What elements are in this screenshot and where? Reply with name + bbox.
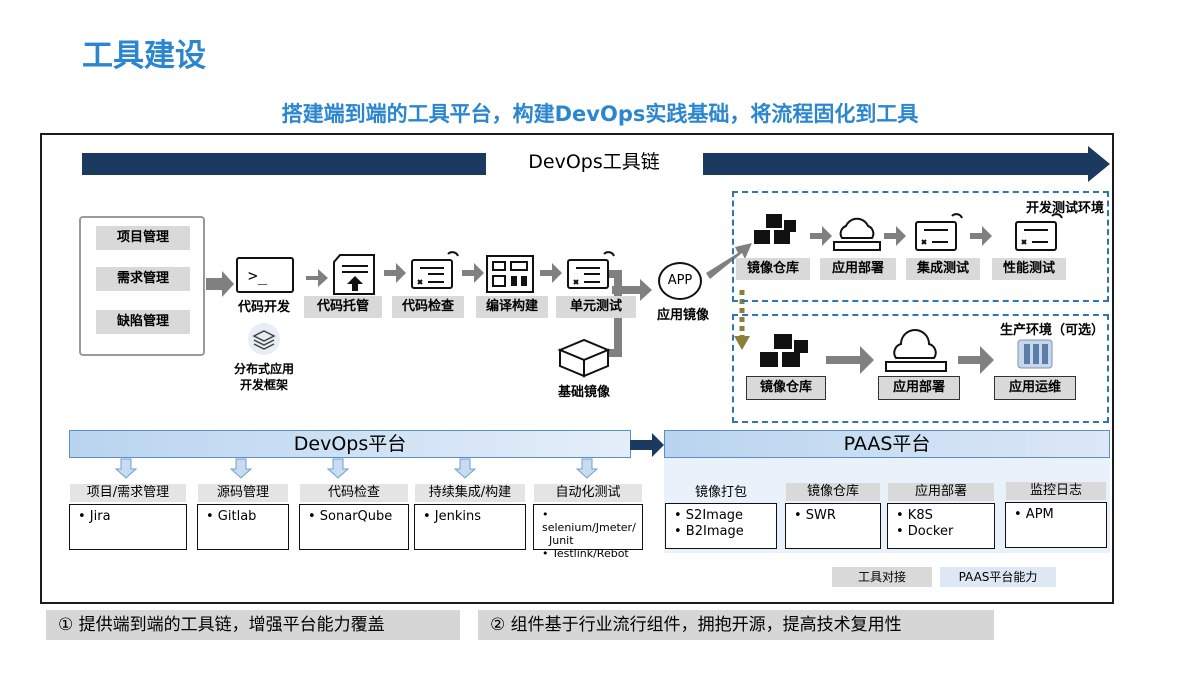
step-build-label: 编译构建 (476, 296, 548, 318)
tool-s2image: • S2Image (674, 508, 744, 523)
devops-cat-autotest-head: 自动化测试 (534, 484, 642, 502)
management-panel: 项目管理 需求管理 缺陷管理 (79, 216, 205, 356)
devops-cat-project-box: • Jira (69, 504, 187, 550)
svg-text:>_: >_ (248, 266, 268, 285)
dev-env-performance-test: 性能测试 (992, 258, 1066, 280)
tool-sonarqube: • SonarQube (308, 509, 393, 524)
code-check-icon (411, 251, 459, 289)
paas-cat-packaging-head: 镜像打包 (694, 485, 747, 500)
devops-cat-project-head: 项目/需求管理 (70, 484, 186, 502)
tool-gitlab: • Gitlab (206, 509, 257, 524)
devops-cat-source-box: • Gitlab (197, 504, 289, 550)
paas-cat-monitor-box: • APM (1005, 502, 1107, 548)
performance-test-icon (1015, 213, 1063, 251)
page-subtitle: 搭建端到端的工具平台，构建DevOps实践基础，将流程固化到工具 (281, 102, 919, 126)
note-2: ② 组件基于行业流行组件，拥抱开源，提高技术复用性 (478, 610, 994, 640)
paas-cat-monitor-head: 监控日志 (1006, 482, 1106, 500)
tool-k8s: • K8S (896, 508, 933, 523)
ops-icon (1017, 339, 1053, 369)
terminal-icon: >_ (236, 257, 294, 293)
arrow-dev-host (306, 269, 328, 287)
platform-link-arrow (630, 433, 664, 457)
devops-cat-ci-box: • Jenkins (414, 504, 526, 550)
arrow-build-unit (540, 263, 562, 283)
paas-cat-registry-box: • SWR (785, 503, 881, 549)
tool-jenkins: • Jenkins (423, 509, 482, 524)
toolchain-bar-left (82, 153, 486, 175)
tool-docker: • Docker (896, 524, 954, 539)
prod-env-box (732, 314, 1109, 423)
deploy-cloud-icon (833, 217, 881, 251)
base-image-icon (557, 338, 611, 378)
devops-cat-check-head: 代码检查 (300, 484, 408, 502)
arrow-host-check (384, 263, 406, 283)
unit-test-icon (567, 251, 615, 289)
legend-paas: PAAS平台能力 (940, 567, 1056, 587)
integration-test-icon (915, 213, 963, 251)
arrow-check-build (462, 263, 484, 283)
prod-env-deploy: 应用部署 (878, 376, 960, 400)
tool-b2image: • B2Image (674, 524, 744, 539)
step-framework-label: 分布式应用 开发框架 (233, 362, 294, 392)
arrow-mgmt-dev (206, 271, 234, 297)
devops-cat-autotest-box: • selenium/Jmeter/ Junit • Testlink/Rebo… (533, 504, 643, 560)
note-1: ① 提供端到端的工具链，增强平台能力覆盖 (46, 610, 460, 640)
prod-deploy-icon (885, 329, 947, 372)
step-hosting-label: 代码托管 (304, 296, 382, 318)
step-check-label: 代码检查 (392, 296, 464, 318)
code-hosting-icon (333, 254, 375, 295)
legend-tool: 工具对接 (832, 567, 932, 587)
paas-cat-registry-head: 镜像仓库 (786, 483, 880, 501)
prod-env-title: 生产环境（可选） (999, 323, 1104, 338)
mgmt-requirement: 需求管理 (96, 267, 190, 291)
dev-env-deploy: 应用部署 (820, 258, 896, 280)
arrow-unit-app (612, 279, 652, 301)
registry-icon (754, 214, 796, 244)
paas-cat-deploy-box: • K8S • Docker (887, 503, 995, 549)
devops-cat-check-box: • SonarQube (299, 504, 409, 550)
step-app-image-label: 应用镜像 (656, 308, 709, 323)
step-base-image-label: 基础镜像 (557, 385, 610, 400)
toolchain-arrowhead (1088, 146, 1110, 182)
dev-env-integration-test: 集成测试 (906, 258, 980, 280)
paas-cat-packaging-box: • S2Image • B2Image (665, 503, 777, 549)
app-icon: APP (658, 262, 702, 300)
prod-registry-icon (760, 334, 808, 367)
build-icon (486, 255, 534, 293)
arrow-dev-to-prod (734, 290, 750, 350)
dev-env-registry: 镜像仓库 (736, 258, 810, 280)
dev-test-env-box (732, 191, 1109, 302)
toolchain-bar-right (703, 153, 1090, 175)
framework-icon (248, 323, 280, 355)
devops-cat-source-head: 源码管理 (198, 484, 288, 502)
tool-selenium: • selenium/Jmeter/ (542, 508, 636, 534)
page-title: 工具建设 (82, 38, 206, 74)
toolchain-label: DevOps工具链 (528, 151, 660, 173)
mgmt-project: 项目管理 (96, 226, 190, 250)
paas-platform-bar: PAAS平台 (664, 430, 1110, 458)
diagram-frame (40, 133, 1114, 604)
tool-testlink: • Testlink/Rebot (542, 547, 629, 560)
tool-swr: • SWR (794, 508, 836, 523)
dev-env-title: 开发测试环境 (1025, 201, 1104, 216)
devops-cat-ci-head: 持续集成/构建 (415, 484, 525, 502)
tool-apm: • APM (1014, 507, 1054, 522)
step-dev-label: 代码开发 (237, 300, 290, 315)
tool-junit: Junit (542, 534, 574, 547)
mgmt-defect: 缺陷管理 (96, 310, 190, 334)
step-unit-test-label: 单元测试 (556, 296, 636, 318)
devops-platform-bar: DevOps平台 (69, 430, 631, 458)
paas-cat-deploy-head: 应用部署 (888, 483, 994, 501)
prod-env-registry: 镜像仓库 (746, 376, 826, 400)
tool-jira: • Jira (78, 509, 111, 524)
arrow-app-registry (706, 243, 752, 279)
prod-env-ops: 应用运维 (994, 376, 1076, 400)
